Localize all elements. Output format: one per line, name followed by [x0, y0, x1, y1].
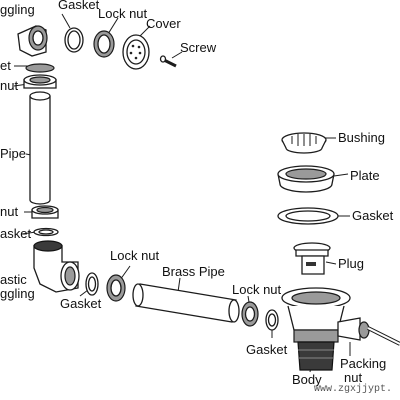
- label-brass-pipe: Brass Pipe: [162, 264, 225, 279]
- label-plate: Plate: [350, 168, 380, 183]
- top-gasket: [64, 27, 84, 53]
- screw: [159, 55, 177, 68]
- label-gasket-bottom: Gasket: [60, 296, 102, 311]
- cover: [122, 34, 150, 70]
- label-lock-nut-top: Lock nut: [98, 6, 148, 21]
- left-upper-nut: [23, 74, 57, 89]
- bushing: [281, 132, 327, 154]
- brass-pipe: [132, 283, 240, 323]
- label-gasket-right: Gasket: [352, 208, 394, 223]
- label-plug: Plug: [338, 256, 365, 271]
- rod: [367, 326, 400, 346]
- label-toggling-bottom: ggling: [0, 286, 35, 301]
- label-bushing: Bushing: [338, 130, 385, 145]
- top-lock-nut: [93, 30, 115, 58]
- label-nut-left: nut: [0, 78, 19, 93]
- label-nut-lower: nut: [344, 370, 363, 385]
- label-lock-nut-right: Lock nut: [232, 282, 282, 297]
- plug: [293, 242, 331, 275]
- label-body: Body: [292, 372, 322, 387]
- label-screw: Screw: [180, 40, 217, 55]
- label-toggling-top: ggling: [0, 2, 35, 17]
- label-asket: asket: [0, 226, 32, 241]
- label-pipe: Pipe: [0, 146, 27, 161]
- left-lower-nut: [31, 205, 59, 219]
- label-gasket-top: Gasket: [58, 0, 100, 12]
- mid-lock-nut: [106, 274, 126, 302]
- label-packing: Packing: [340, 356, 387, 371]
- plate-gasket: [277, 207, 339, 225]
- label-et: et: [0, 58, 11, 73]
- right-lock-nut: [241, 301, 259, 327]
- tail-pipe: [29, 91, 51, 205]
- right-gasket: [265, 309, 279, 331]
- top-toggling-elbow: [17, 25, 48, 57]
- label-cover: Cover: [146, 16, 181, 31]
- watermark: www.zgxjjypt.: [314, 384, 393, 395]
- strainer-body: [281, 287, 361, 371]
- label-plastic: astic: [0, 272, 27, 287]
- label-nut-left2: nut: [0, 204, 19, 219]
- packing-nut: [358, 321, 370, 339]
- bottom-gasket: [85, 272, 99, 296]
- plate: [277, 165, 335, 193]
- label-lock-nut-mid: Lock nut: [110, 248, 160, 263]
- plastic-elbow: [33, 240, 80, 293]
- left-lower-gasket: [33, 227, 59, 237]
- left-upper-gasket: [25, 63, 55, 73]
- label-gasket-lower-right: Gasket: [246, 342, 288, 357]
